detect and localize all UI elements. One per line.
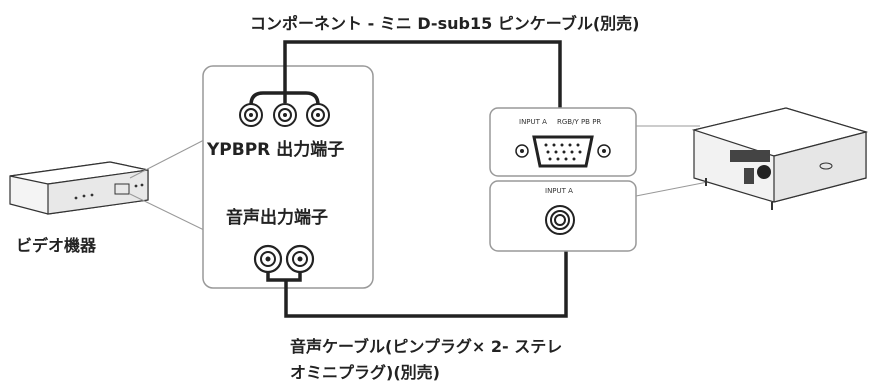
audio-output-jacks (253, 244, 315, 274)
audio-cable-label-line1: 音声ケーブル(ピンプラグ× 2- ステレ (290, 337, 563, 356)
input-a-audio-panel-text: INPUT A (545, 187, 573, 195)
ypbpr-jacks (239, 103, 330, 127)
mini-dsub15-connector (515, 135, 611, 168)
component-cable (249, 40, 562, 142)
audio-cable-label-line2: オミニプラグ)(別売) (290, 363, 440, 382)
video-device-label: ビデオ機器 (16, 236, 97, 255)
audio-output-label: 音声出力端子 (226, 208, 328, 228)
video-device (9, 161, 149, 215)
audio-cable-label: 音声ケーブル(ピンプラグ× 2- ステレ オミニプラグ)(別売) (290, 334, 562, 386)
input-a-panel-text-left: INPUT A (519, 118, 547, 126)
ypbpr-output-label: YPBPR 出力端子 (207, 140, 345, 160)
component-cable-label: コンポーネント - ミニ D-sub15 ピンケーブル(別売) (250, 14, 640, 33)
input-a-panel-text-right: RGB/Y PB PR (557, 118, 601, 126)
projector (691, 107, 869, 210)
stereo-mini-jack (545, 205, 575, 235)
